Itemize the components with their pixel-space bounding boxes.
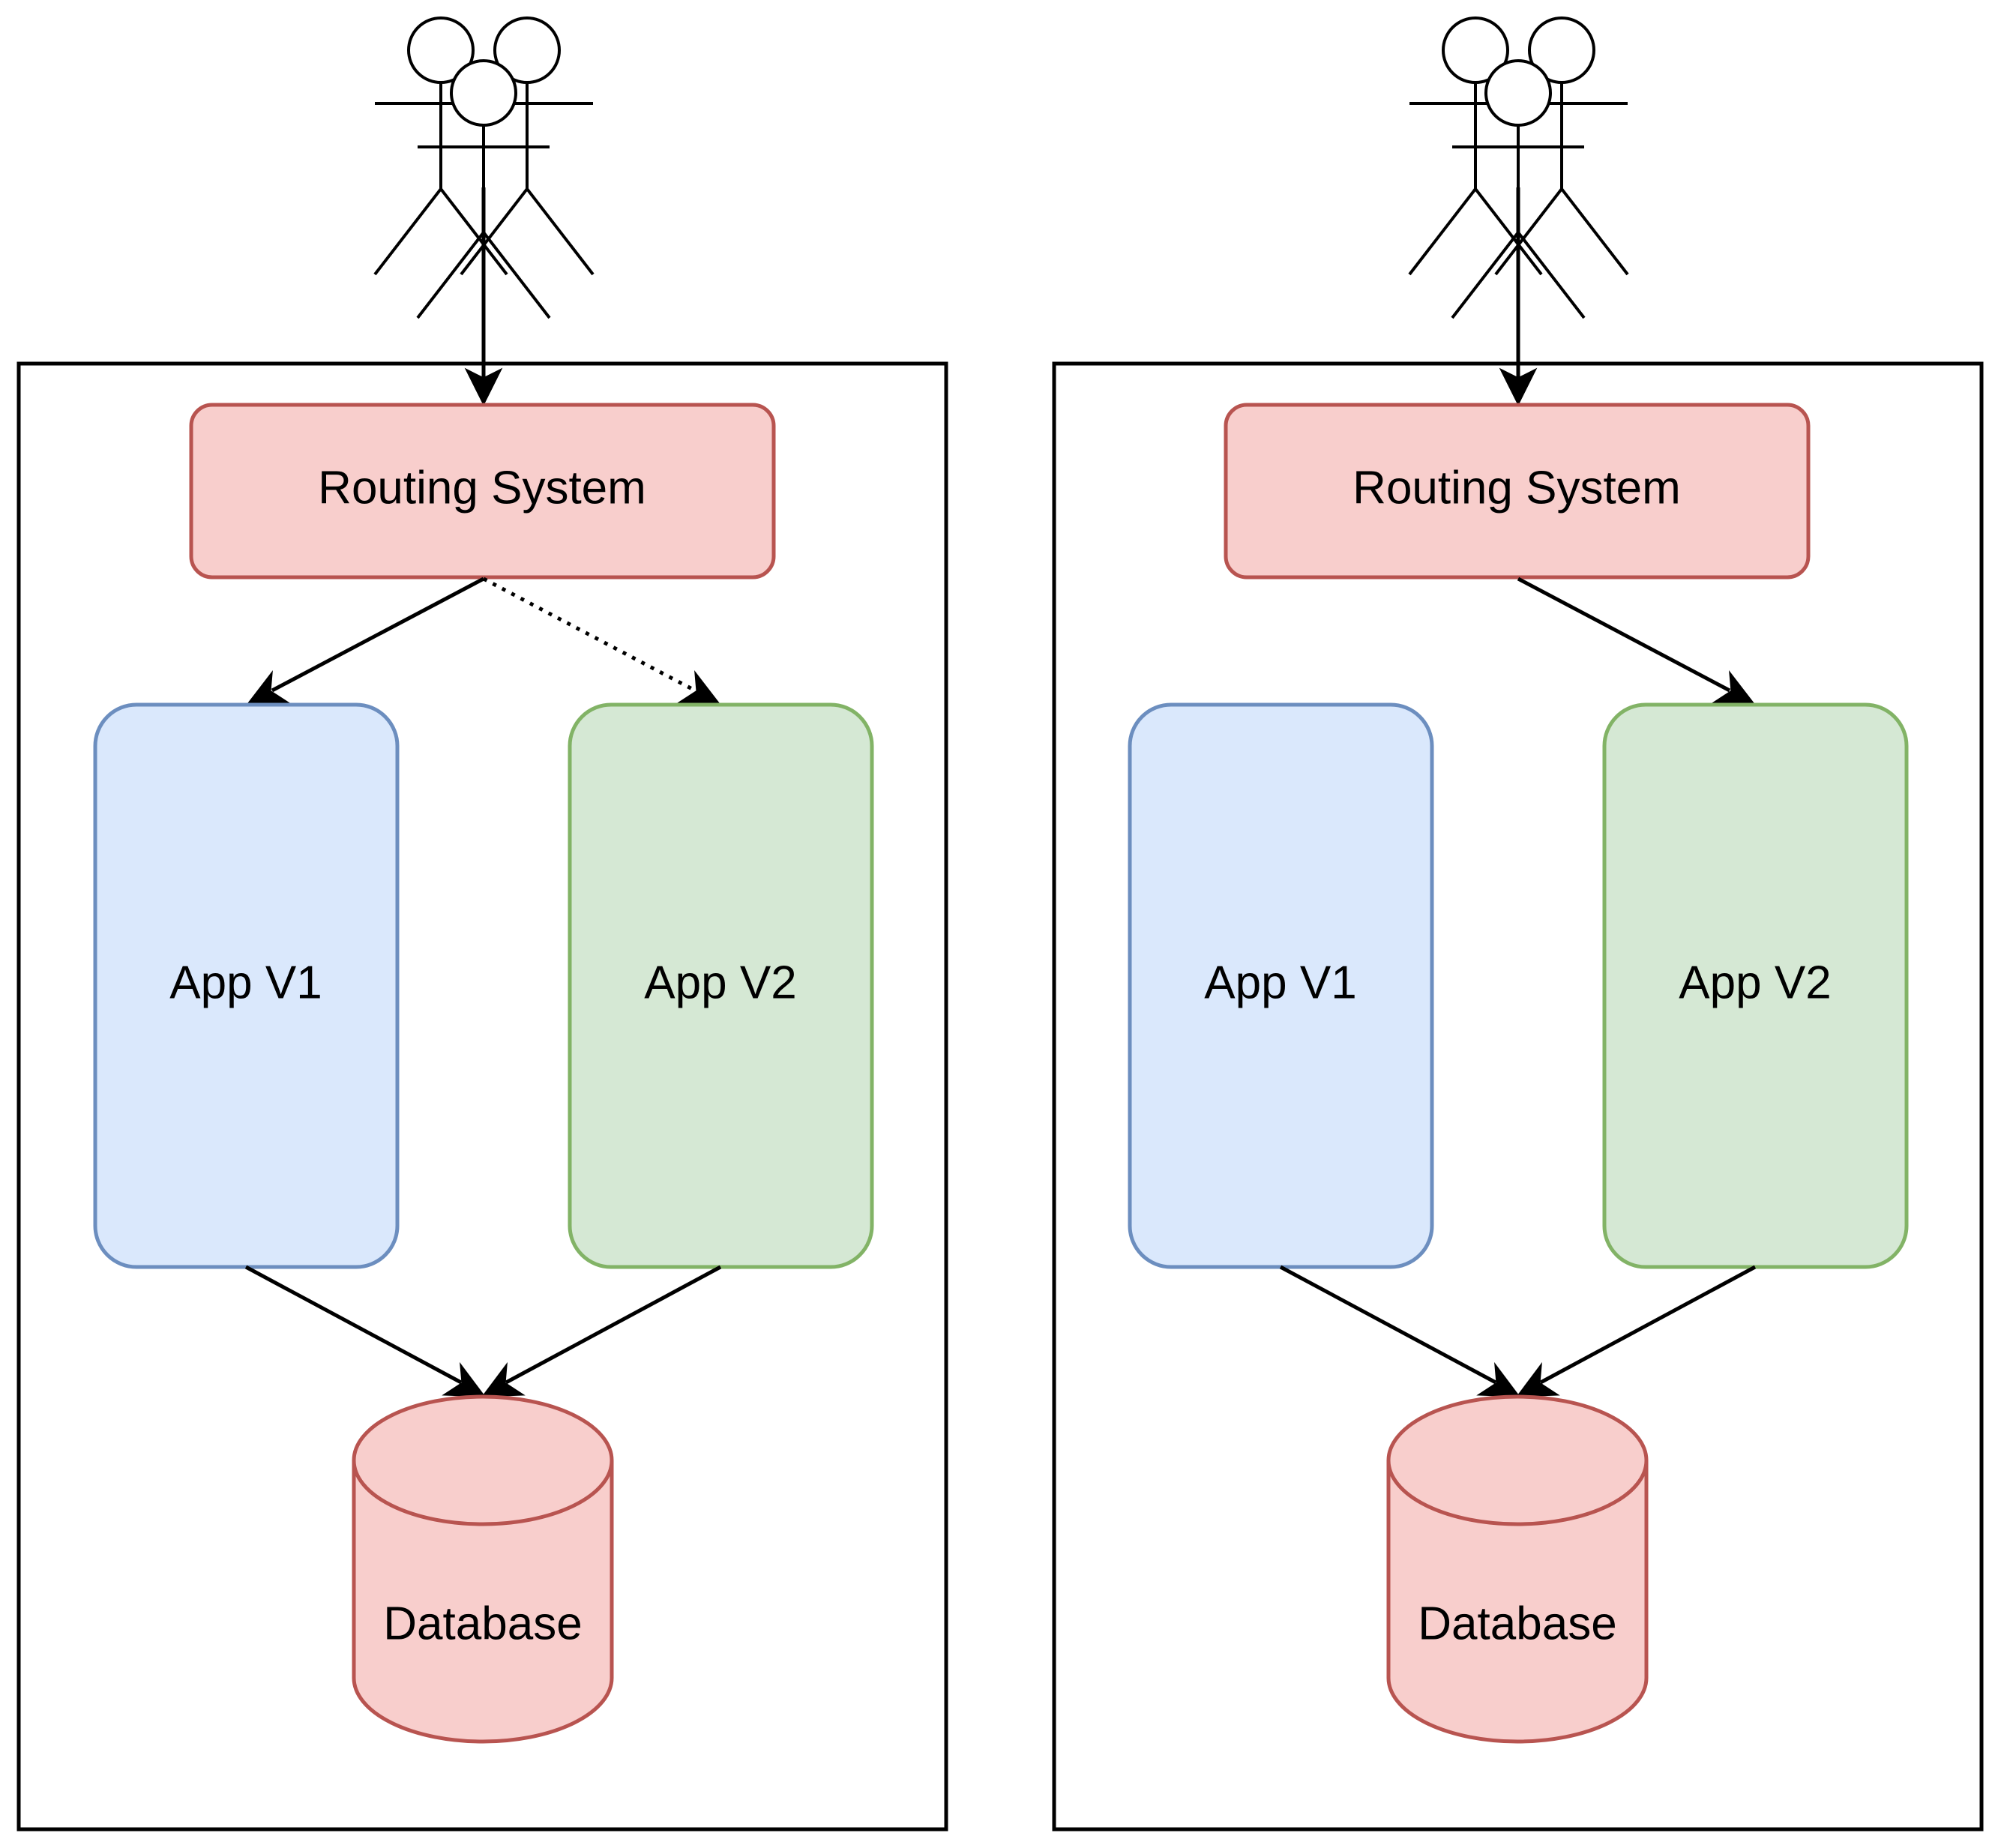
edge-routing-to-app-v2 (1517, 577, 1756, 705)
routing-system-label: Routing System (318, 462, 646, 514)
edge-app-v1-to-database (244, 1265, 487, 1397)
app-v2-label: App V2 (1679, 957, 1831, 1008)
database-label: Database (383, 1598, 582, 1649)
app-v1-node: App V1 (1128, 702, 1434, 1269)
app-v1-label: App V1 (1204, 957, 1356, 1008)
edge-app-v1-to-database (1279, 1265, 1521, 1397)
users-actor-icon (373, 16, 595, 319)
user-icon (1408, 16, 1543, 276)
user-icon (1451, 59, 1586, 319)
users-actor-icon (1408, 16, 1629, 319)
database-label: Database (1418, 1598, 1616, 1649)
database-node: Database (352, 1394, 614, 1744)
edge-routing-to-app-v2-dotted (482, 577, 721, 705)
edge-users-to-routing (464, 187, 503, 406)
app-v1-node: App V1 (93, 702, 400, 1269)
panel-left: Routing System App V1 App V2 (16, 16, 948, 1832)
user-icon (416, 59, 551, 319)
database-node: Database (1386, 1394, 1649, 1744)
edge-routing-to-app-v1 (246, 577, 485, 705)
routing-system-node: Routing System (1224, 403, 1811, 580)
app-v2-node: App V2 (568, 702, 874, 1269)
routing-system-node: Routing System (189, 403, 776, 580)
app-v1-label: App V1 (169, 957, 322, 1008)
app-v2-label: App V2 (644, 957, 796, 1008)
edge-users-to-routing (1499, 187, 1538, 406)
edge-app-v2-to-database (1515, 1265, 1757, 1397)
panel-right: Routing System App V1 App V2 (1052, 16, 1984, 1832)
user-icon (373, 16, 508, 276)
app-v2-node: App V2 (1602, 702, 1909, 1269)
routing-system-label: Routing System (1352, 462, 1681, 514)
edge-app-v2-to-database (481, 1265, 722, 1397)
user-icon (460, 16, 595, 276)
